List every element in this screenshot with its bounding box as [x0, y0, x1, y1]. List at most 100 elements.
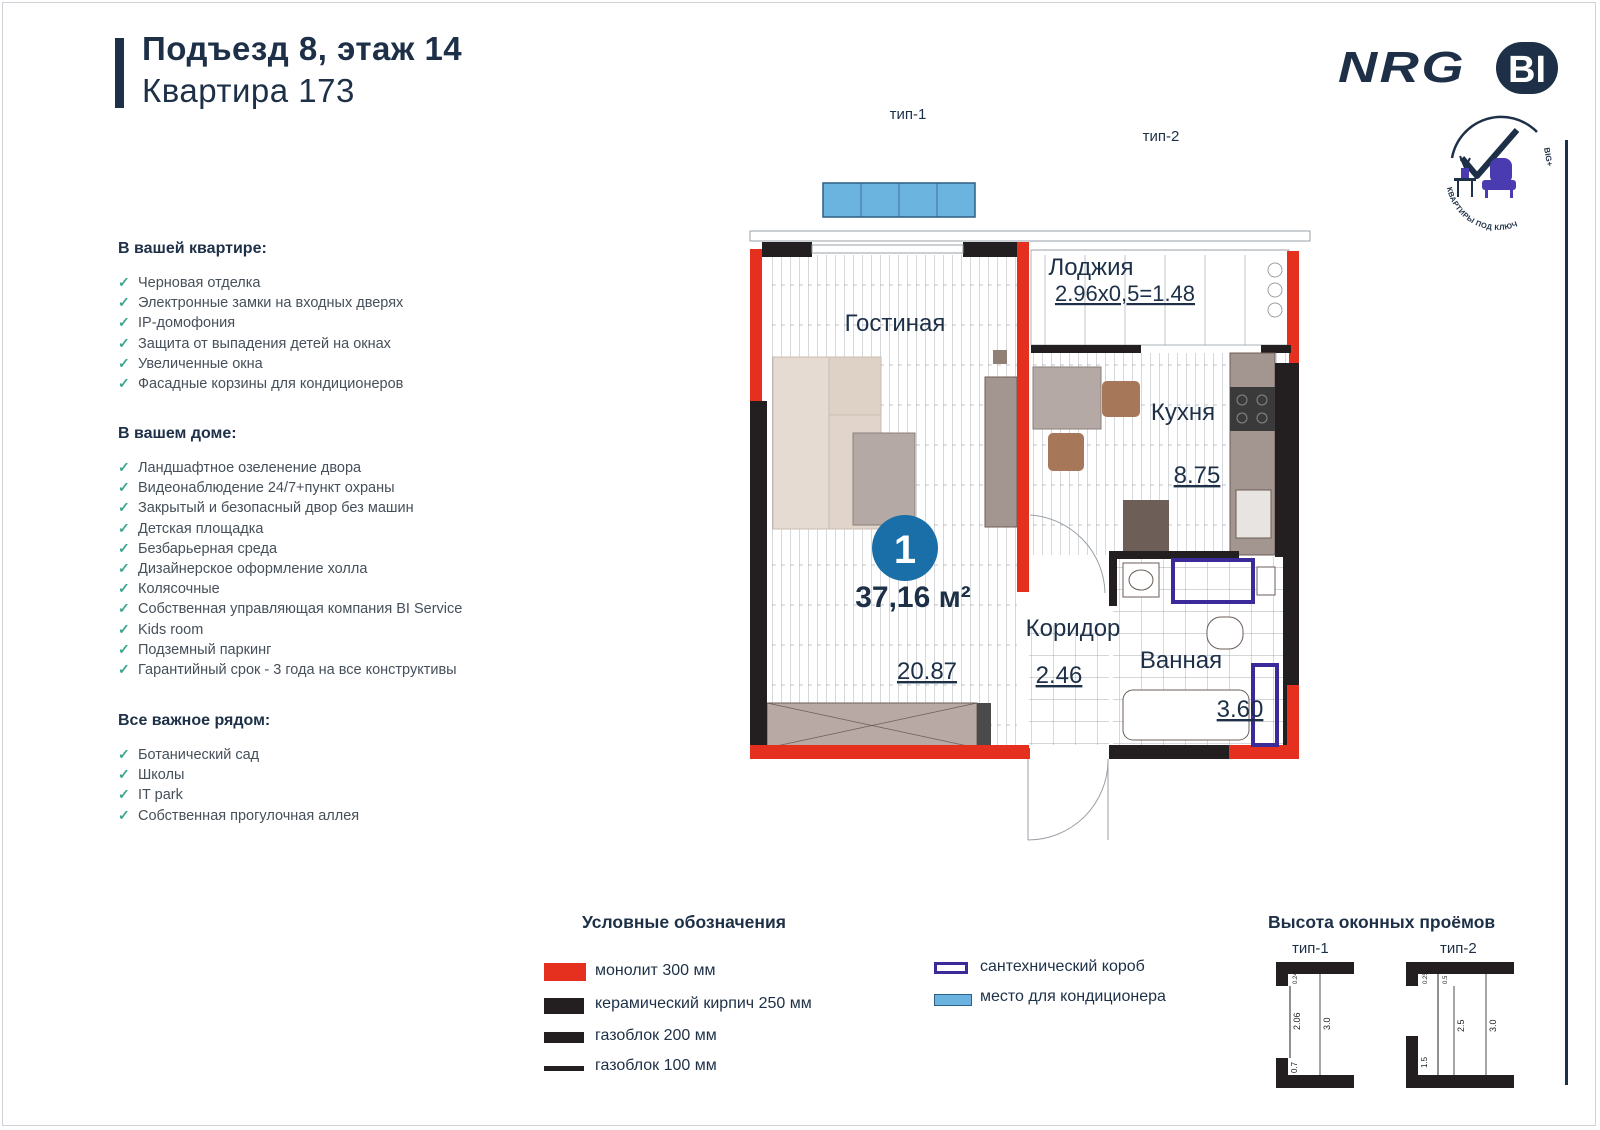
feature-item: ✓ Увеличенные окна	[118, 353, 403, 373]
check-icon: ✓	[118, 806, 130, 823]
logo-brand-left: NRG	[1338, 43, 1466, 92]
section-title: В вашей квартире:	[118, 240, 267, 257]
check-icon: ✓	[118, 294, 130, 311]
dim-value: 3.0	[1488, 1019, 1498, 1032]
section-in-building: В вашем доме: ✓ Ландшафтное озеленение дв…	[118, 425, 462, 679]
feature-text: Ботанический сад	[138, 747, 260, 763]
feature-item: ✓ Закрытый и безопасный двор без машин	[118, 497, 462, 517]
room-name-bathroom: Ванная	[1140, 647, 1222, 674]
dim-value: 2.06	[1292, 1012, 1302, 1030]
legend-label: газоблок 100 мм	[595, 1057, 717, 1074]
check-icon: ✓	[118, 539, 130, 556]
room-area-living: 20.87	[897, 658, 957, 685]
check-icon: ✓	[118, 746, 130, 762]
logo-brand-right: BI	[1508, 49, 1546, 91]
legend-swatch-brick	[544, 998, 584, 1014]
corridor-floor	[1029, 625, 1109, 745]
feature-text: Школы	[138, 767, 185, 784]
room-name-loggia: Лоджия	[1048, 254, 1133, 281]
feature-text: Закрытый и безопасный двор без машин	[138, 500, 414, 517]
feature-item: ✓IT park	[118, 784, 359, 804]
legend-label: сантехнический короб	[980, 958, 1145, 975]
feature-text: Ландшафтное озеленение двора	[138, 460, 362, 476]
feature-list: ✓Ботанический сад✓Школы✓IT park✓Собствен…	[118, 744, 359, 825]
feature-text: Видеонаблюдение 24/7+пункт охраны	[138, 480, 395, 497]
check-icon: ✓	[118, 766, 130, 783]
fridge	[1123, 500, 1169, 555]
room-name-living: Гостиная	[845, 310, 946, 337]
page-subtitle: Квартира 173	[142, 72, 355, 109]
feature-text: Гарантийный срок - 3 года на все констру…	[138, 661, 457, 678]
feature-text: Фасадные корзины для кондиционеров	[138, 375, 404, 392]
check-icon: ✓	[118, 660, 130, 677]
check-icon: ✓	[118, 499, 130, 516]
feature-item: ✓ Безбарьерная среда	[118, 538, 462, 558]
check-icon: ✓	[118, 640, 130, 657]
legend-label: монолит 300 мм	[595, 962, 716, 979]
window-type1-section: 0.24 2.06 3.0 0.7	[1276, 962, 1354, 1088]
window-type1-title: тип-1	[1292, 940, 1329, 957]
total-area: 37,16 м²	[855, 581, 971, 614]
section-in-apartment: В вашей квартире: ✓ Черновая отделка ✓ Элек…	[118, 240, 403, 393]
legend-label: керамический кирпич 250 мм	[595, 995, 812, 1012]
feature-list: ✓ Черновая отделка ✓ Электронные замки на в…	[118, 272, 403, 393]
feature-text: Детская площадка	[138, 520, 264, 537]
legend-swatch-gasblock100	[544, 1066, 584, 1071]
feature-text: Подземный паркинг	[138, 641, 272, 658]
feature-item: ✓ Подземный паркинг	[118, 639, 462, 659]
legend-label: газоблок 200 мм	[595, 1027, 717, 1044]
feature-item: ✓IP-домофония	[118, 312, 403, 332]
legend-label: место для кондиционера	[980, 988, 1166, 1005]
feature-text: Увеличенные окна	[138, 355, 263, 372]
check-icon: ✓	[118, 334, 130, 351]
sanitary-box	[1171, 558, 1255, 604]
rooms-count: 1	[894, 528, 916, 572]
feature-item: ✓ Собственная прогулочная аллея	[118, 805, 359, 825]
feature-text: Черновая отделка	[138, 275, 261, 291]
chair	[1102, 381, 1140, 417]
legend-swatch-monolith	[544, 963, 586, 981]
feature-text: Собственная прогулочная аллея	[138, 807, 360, 824]
room-area-corridor: 2.46	[1036, 662, 1083, 689]
tv-stand	[984, 376, 1018, 528]
washbasin	[1122, 562, 1160, 598]
coffee-table	[852, 432, 916, 526]
check-icon: ✓	[118, 274, 130, 290]
check-icon: ✓	[118, 314, 130, 331]
sink	[1235, 489, 1272, 539]
bathtub	[1122, 689, 1250, 741]
check-icon: ✓	[118, 479, 130, 496]
sanitary-box	[1251, 663, 1279, 747]
legend-swatch-ac	[934, 994, 972, 1006]
feature-item: ✓Детская площадка	[118, 518, 462, 538]
feature-item: ✓ Электронные замки на входных дверях	[118, 292, 403, 312]
section-nearby: Все важное рядом: ✓ Ботанический сад ✓ Школ…	[118, 712, 359, 825]
feature-text: IT park	[138, 787, 183, 804]
room-area-kitchen: 8.75	[1174, 462, 1221, 489]
room-area-bathroom: 3.60	[1217, 696, 1264, 723]
feature-text: Дизайнерское оформление холла	[138, 560, 368, 577]
feature-item: ✓ Дизайнерское оформление холла	[118, 558, 462, 578]
check-icon: ✓	[118, 559, 130, 576]
room-name-corridor: Коридор	[1026, 615, 1121, 642]
feature-text: Защита от выпадения детей на окнах	[138, 335, 391, 352]
feature-list: ✓ Ландшафтное озеленение двора ✓ Видеонаблю…	[118, 457, 462, 679]
badge-text: КВАРТИРЫ ПОД КЛЮЧ	[1445, 186, 1519, 232]
stove	[1230, 387, 1275, 431]
feature-item: ✓ Гарантийный срок - 3 года на все констр…	[118, 659, 462, 679]
feature-item: ✓ Школы	[118, 764, 359, 784]
feature-item: ✓Колясочные	[118, 578, 462, 598]
window-type2-section: 0.25 0.5 2.5 3.0 1.5	[1406, 962, 1514, 1088]
section-title: Все важное рядом:	[118, 712, 271, 729]
feature-text: Электронные замки на входных дверях	[138, 295, 404, 312]
feature-item: ✓Собственная управляющая компания BI Ser…	[118, 598, 462, 618]
badge-suffix: BIG+	[1542, 147, 1554, 167]
feature-text: Безбарьерная среда	[138, 540, 278, 557]
check-icon: ✓	[118, 354, 130, 371]
check-icon: ✓	[118, 580, 130, 597]
dim-value: 3.0	[1322, 1017, 1332, 1030]
feature-item: ✓ Ботанический сад	[118, 744, 359, 764]
rooms-count-badge	[872, 515, 938, 581]
section-title: В вашем доме:	[118, 425, 237, 442]
legend-swatch-sanitary	[934, 962, 968, 974]
